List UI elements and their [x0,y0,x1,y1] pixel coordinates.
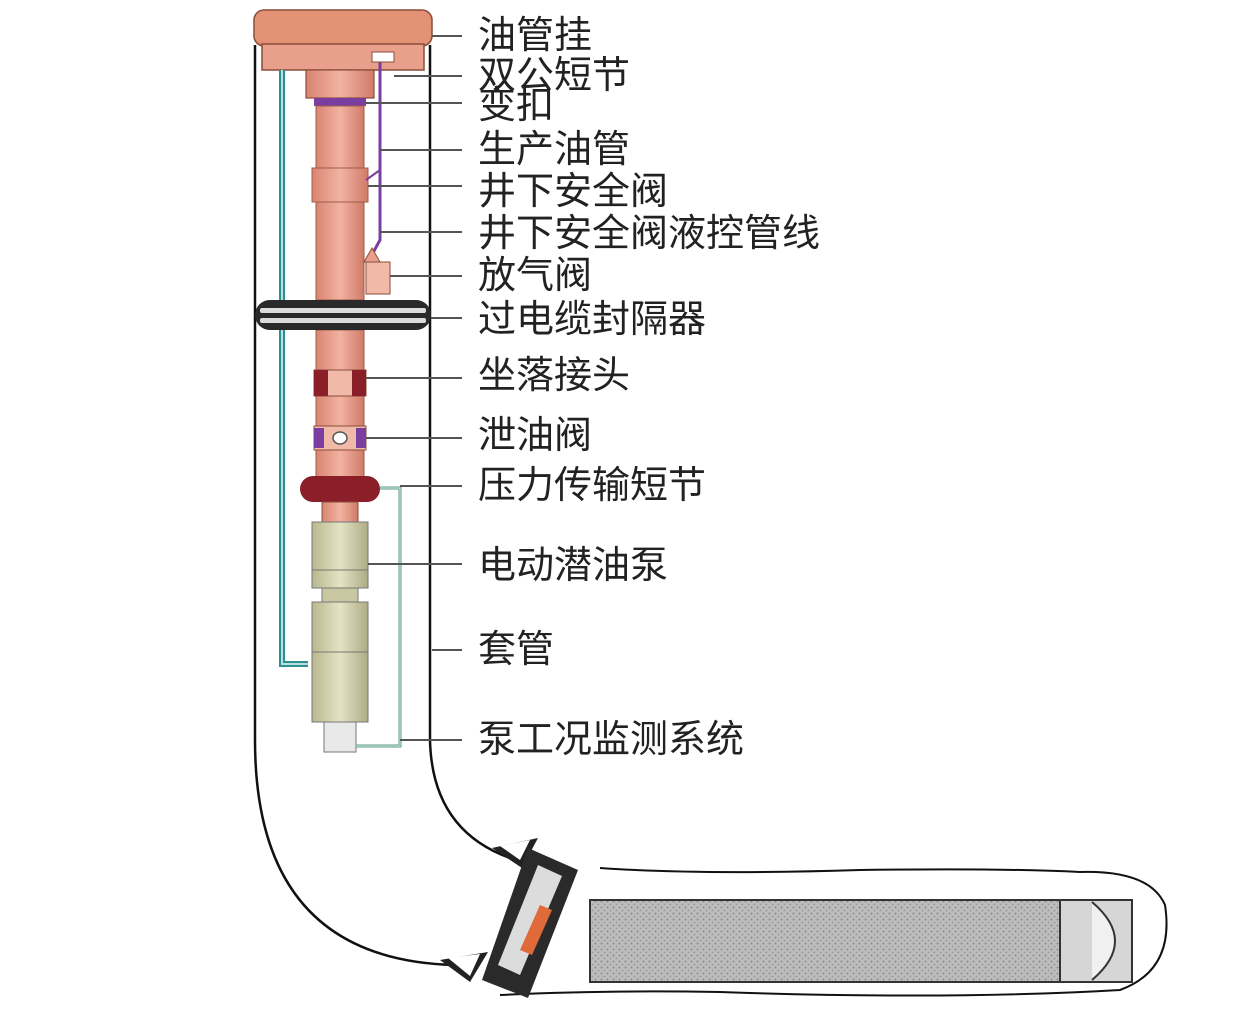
label-tubing-hanger: 油管挂 [478,13,592,57]
labels: 油管挂 双公短节 变扣 生产油管 井下安全阀 井下安全阀液控管线 放气阀 过电缆… [478,13,820,761]
label-esp: 电动潜油泵 [478,543,668,587]
label-double-pin-sub: 双公短节 [478,53,630,97]
lateral-junction [440,838,578,998]
cable-packer [255,300,431,330]
horizontal-screen [589,899,1133,983]
tubing-hanger [253,9,433,71]
electric-submersible-pump [311,521,369,753]
landing-nipple [313,369,367,397]
label-drain-valve: 泄油阀 [478,413,592,457]
production-tubing [311,105,369,481]
leader-lines [366,35,462,741]
label-landing-nipple: 坐落接头 [478,353,630,397]
power-cable [279,70,308,667]
label-crossover: 变扣 [478,83,554,127]
vent-valve [363,246,391,295]
label-monitoring: 泵工况监测系统 [478,717,744,761]
label-sssv: 井下安全阀 [478,169,668,213]
casing [253,45,1168,997]
label-sssv-control-line: 井下安全阀液控管线 [478,211,820,255]
label-casing: 套管 [478,627,554,671]
label-cable-packer: 过电缆封隔器 [478,297,706,341]
label-vent-valve: 放气阀 [478,253,592,297]
crossover [314,98,366,106]
double-pin-sub [305,69,375,99]
drain-valve [313,425,367,451]
pressure-transmission-sub [300,476,380,523]
label-production-tubing: 生产油管 [478,127,630,171]
label-pressure-sub: 压力传输短节 [478,463,706,507]
